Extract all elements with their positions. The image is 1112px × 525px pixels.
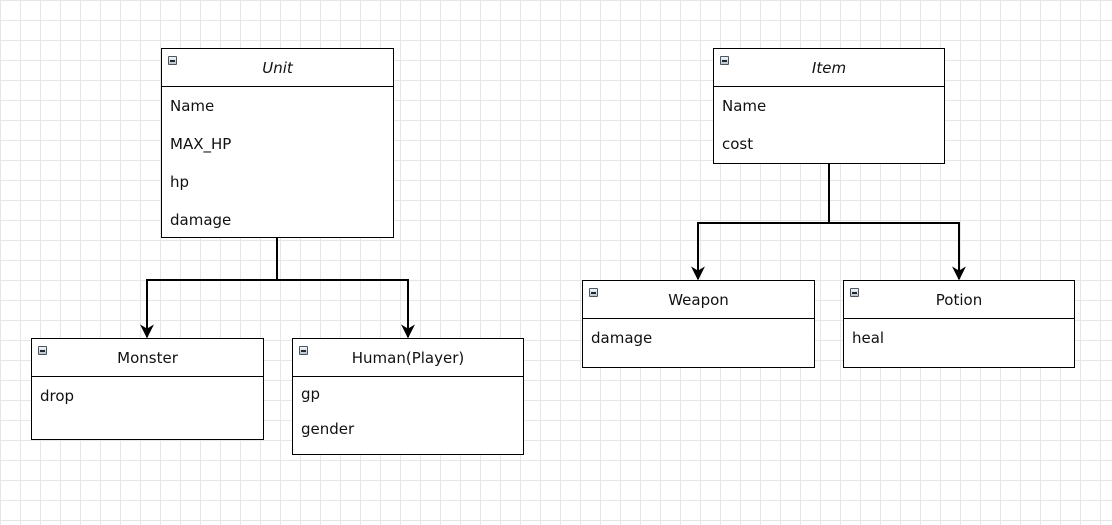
attribute[interactable]: gender: [301, 420, 355, 438]
attribute[interactable]: Name: [722, 97, 767, 115]
class-monster-attributes: drop: [32, 377, 263, 415]
attribute[interactable]: drop: [40, 387, 75, 405]
class-potion[interactable]: Potion heal: [843, 280, 1075, 368]
class-item-header[interactable]: Item: [714, 49, 944, 87]
class-human-player-header[interactable]: Human(Player): [293, 339, 523, 377]
class-weapon[interactable]: Weapon damage: [582, 280, 815, 368]
class-item[interactable]: Item Name cost: [713, 48, 945, 164]
attribute[interactable]: damage: [170, 211, 232, 229]
class-human-player[interactable]: Human(Player) gp gender: [292, 338, 524, 455]
connector-unit-to-monster[interactable]: [140, 279, 277, 339]
class-item-attributes: Name cost: [714, 87, 944, 163]
collapse-minus-icon[interactable]: [720, 56, 729, 65]
attribute[interactable]: damage: [591, 329, 653, 347]
class-unit-attributes: Name MAX_HP hp damage: [162, 87, 393, 239]
class-monster[interactable]: Monster drop: [31, 338, 264, 440]
collapse-minus-icon[interactable]: [850, 288, 859, 297]
collapse-minus-icon[interactable]: [589, 288, 598, 297]
class-monster-title: Monster: [117, 349, 178, 367]
collapse-minus-icon[interactable]: [299, 346, 308, 355]
attribute[interactable]: hp: [170, 173, 190, 191]
class-unit-header[interactable]: Unit: [162, 49, 393, 87]
class-weapon-attributes: damage: [583, 319, 814, 357]
attribute[interactable]: heal: [852, 329, 885, 347]
attribute[interactable]: MAX_HP: [170, 135, 232, 153]
class-potion-attributes: heal: [844, 319, 1074, 357]
connector-item-to-weapon[interactable]: [691, 222, 829, 281]
class-human-player-attributes: gp gender: [293, 377, 523, 447]
class-unit-title: Unit: [262, 59, 293, 77]
class-human-player-title: Human(Player): [351, 349, 465, 367]
attribute[interactable]: cost: [722, 135, 754, 153]
attribute[interactable]: Name: [170, 97, 215, 115]
class-monster-header[interactable]: Monster: [32, 339, 263, 377]
collapse-minus-icon[interactable]: [168, 56, 177, 65]
connector-unit-to-human[interactable]: [277, 279, 415, 339]
class-potion-header[interactable]: Potion: [844, 281, 1074, 319]
class-weapon-header[interactable]: Weapon: [583, 281, 814, 319]
attribute[interactable]: gp: [301, 385, 321, 403]
connector-item-to-potion[interactable]: [829, 222, 966, 281]
class-weapon-title: Weapon: [668, 291, 729, 309]
collapse-minus-icon[interactable]: [38, 346, 47, 355]
class-potion-title: Potion: [935, 291, 983, 309]
class-unit[interactable]: Unit Name MAX_HP hp damage: [161, 48, 394, 238]
class-item-title: Item: [811, 59, 847, 77]
